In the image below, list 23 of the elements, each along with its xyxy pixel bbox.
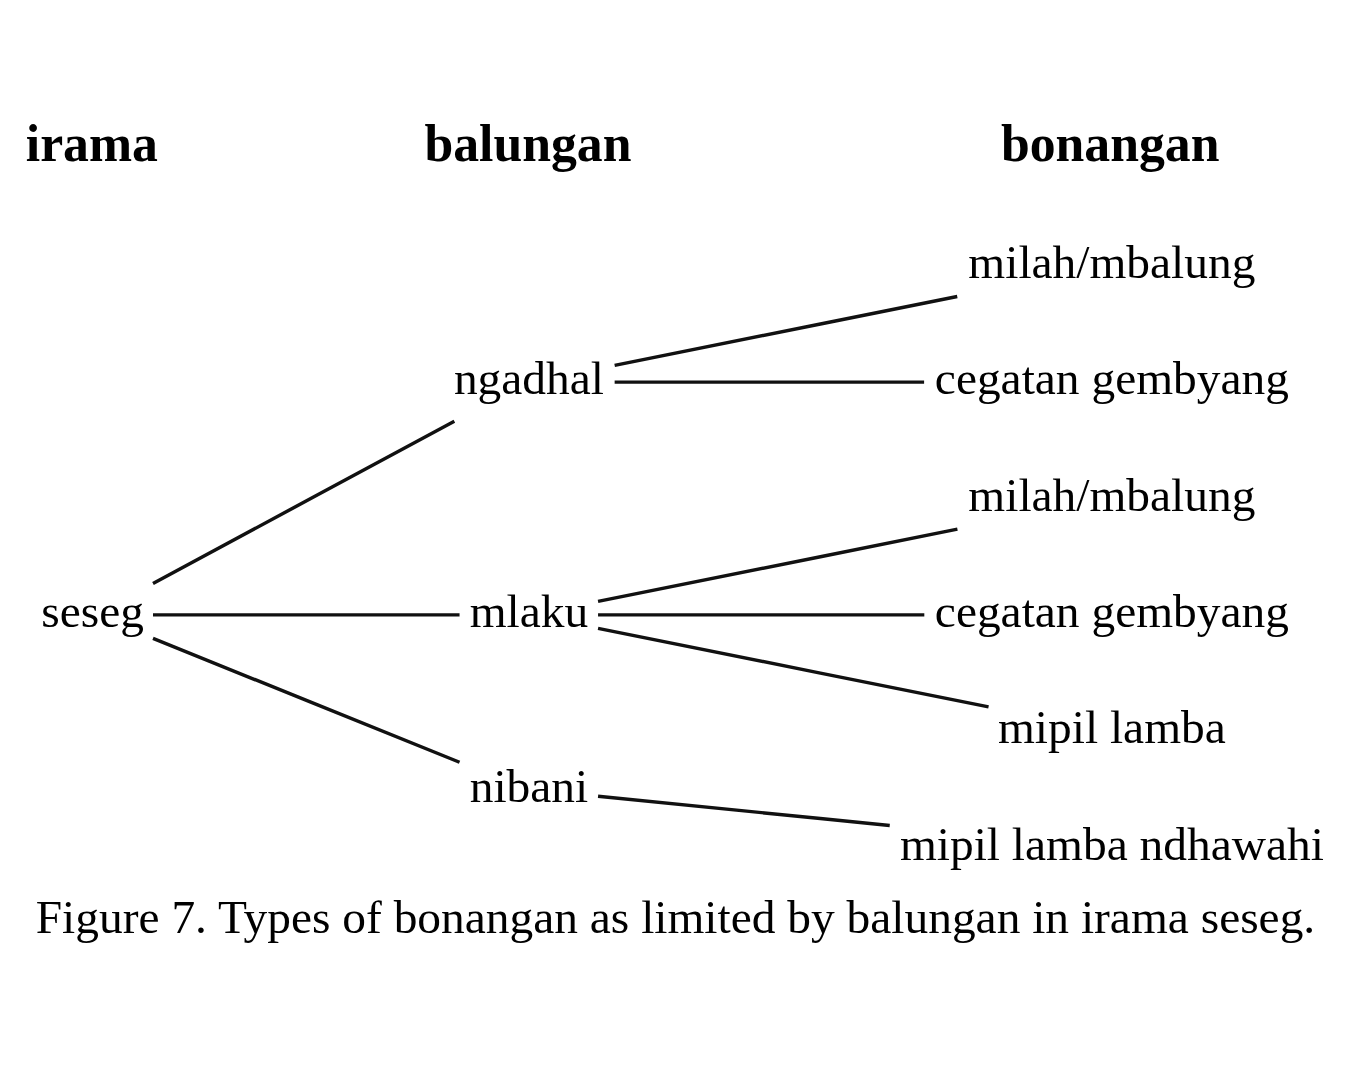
- connector: [614, 294, 958, 368]
- node-text: ngadhal: [453, 352, 604, 405]
- connector: [597, 626, 989, 709]
- label: balungan: [424, 114, 632, 172]
- connector: [614, 380, 925, 384]
- connector: [598, 613, 925, 617]
- label: irama: [25, 114, 158, 172]
- node-text: mipil lamba: [998, 701, 1226, 754]
- node-text: seseg: [41, 584, 144, 637]
- connector: [152, 636, 461, 764]
- node-text: milah/mbalung: [968, 468, 1256, 521]
- node-text: milah/mbalung: [968, 235, 1256, 288]
- node-text: mipil lamba ndhawahi: [899, 817, 1324, 870]
- connector: [597, 527, 958, 604]
- node-text: nibani: [469, 759, 589, 812]
- caption: Figure 7. Types of bonangan as limited by balungan in irama seseg.: [35, 890, 1316, 943]
- connector: [597, 794, 890, 828]
- connector: [152, 419, 456, 585]
- node-text: mlaku: [469, 584, 589, 637]
- node-text: cegatan gembyang: [934, 584, 1289, 637]
- connector: [153, 613, 460, 617]
- label: bonangan: [1000, 114, 1220, 172]
- node-text: cegatan gembyang: [934, 352, 1289, 405]
